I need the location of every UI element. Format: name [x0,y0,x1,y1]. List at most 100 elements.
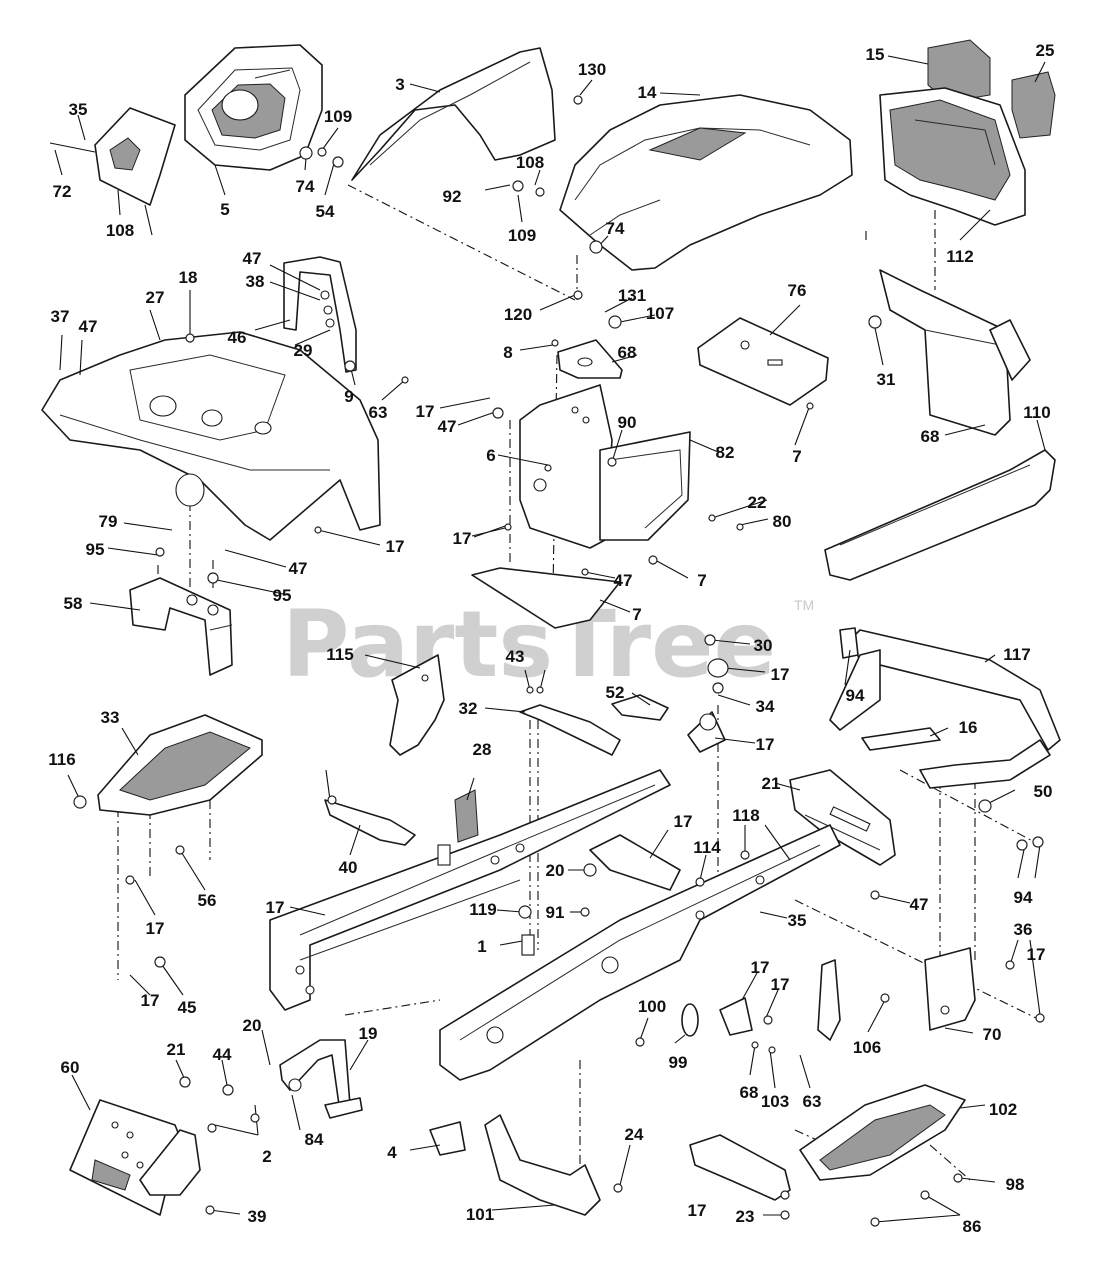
callout-17: 17 [1027,945,1046,964]
callout-86: 86 [963,1217,982,1236]
callout-34: 34 [756,697,775,716]
callout-32: 32 [459,699,478,718]
callout-94: 94 [1014,888,1033,907]
part-pedal-assembly [279,1039,363,1119]
callout-108: 108 [106,221,134,240]
callout-21: 21 [762,774,781,793]
watermark-trademark: TM [794,597,814,613]
callout-35: 35 [69,100,88,119]
callout-23: 23 [736,1207,755,1226]
callout-74: 74 [296,177,315,196]
callout-115: 115 [326,645,353,664]
part-plate-2 [69,1099,201,1216]
callout-17: 17 [756,735,775,754]
callout-5: 5 [220,200,229,219]
callout-25: 25 [1036,41,1055,60]
callout-118: 118 [732,806,759,825]
callout-8: 8 [503,343,512,362]
callout-17: 17 [386,537,405,556]
part-43 [389,654,445,756]
part-16 [454,789,479,843]
part-31 [557,339,623,379]
part-frame-91 [269,769,671,1011]
part-39 [689,1134,791,1201]
callout-17: 17 [751,958,770,977]
callout-22: 22 [748,493,767,512]
part-fender-3 [351,47,556,181]
callout-1: 1 [477,937,486,956]
callout-19: 19 [359,1024,378,1043]
callout-60: 60 [61,1058,80,1077]
callout-72: 72 [53,182,72,201]
callout-99: 99 [669,1053,688,1072]
callout-47: 47 [438,417,457,436]
part-body-pan [41,331,381,541]
callout-63: 63 [369,403,388,422]
part-45 [719,997,753,1036]
callout-82: 82 [716,443,735,462]
part-56 [324,799,416,846]
callout-9: 9 [344,387,353,406]
callout-114: 114 [693,838,721,857]
part-32 [611,694,669,721]
callout-90: 90 [618,413,637,432]
part-44 [924,947,976,1031]
callout-35: 35 [788,911,807,930]
callout-3: 3 [395,75,404,94]
part-bracket-29 [283,256,357,373]
hardware [73,95,1045,1227]
part-plate-30 [471,567,621,629]
callout-101: 101 [466,1205,494,1224]
callout-95: 95 [273,586,292,605]
callout-70: 70 [983,1025,1002,1044]
part-50 [789,769,896,866]
callout-68: 68 [740,1083,759,1102]
callout-44: 44 [213,1045,232,1064]
callout-74: 74 [606,219,625,238]
callout-54: 54 [316,202,335,221]
callout-40: 40 [339,858,358,877]
callout-17: 17 [146,919,165,938]
part-bracket-35 [49,107,176,206]
callout-36: 36 [1014,920,1033,939]
callout-17: 17 [771,665,790,684]
callout-20: 20 [546,861,565,880]
part-floor-mat-24 [799,1084,966,1181]
callout-120: 120 [504,305,532,324]
callout-4: 4 [387,1143,397,1162]
part-grilles [927,39,1056,139]
callout-7: 7 [697,571,706,590]
callout-95: 95 [86,540,105,559]
callout-98: 98 [1006,1175,1025,1194]
callout-17: 17 [688,1201,707,1220]
callout-24: 24 [625,1125,644,1144]
callout-20: 20 [243,1016,262,1035]
part-33 [687,711,726,753]
callout-92: 92 [443,187,462,206]
part-front-bracket [868,269,1031,436]
callout-52: 52 [606,683,625,702]
part-dash-cover [184,44,323,171]
callout-29: 29 [294,341,313,360]
callout-33: 33 [101,708,120,727]
callout-27: 27 [146,288,165,307]
part-101 [429,1121,466,1156]
part-40 [589,834,681,891]
callout-117: 117 [1003,645,1030,664]
callout-17: 17 [453,529,472,548]
callout-112: 112 [946,247,973,266]
callout-46: 46 [228,328,247,347]
callout-102: 102 [989,1100,1017,1119]
callout-116: 116 [48,750,75,769]
callout-94: 94 [846,686,865,705]
part-bumper [824,449,1056,581]
callout-39: 39 [248,1207,267,1226]
callout-47: 47 [79,317,98,336]
callout-119: 119 [469,900,496,919]
callout-110: 110 [1023,403,1050,422]
callout-15: 15 [866,45,885,64]
callout-56: 56 [198,891,217,910]
callout-2: 2 [262,1147,271,1166]
callout-6: 6 [486,446,495,465]
